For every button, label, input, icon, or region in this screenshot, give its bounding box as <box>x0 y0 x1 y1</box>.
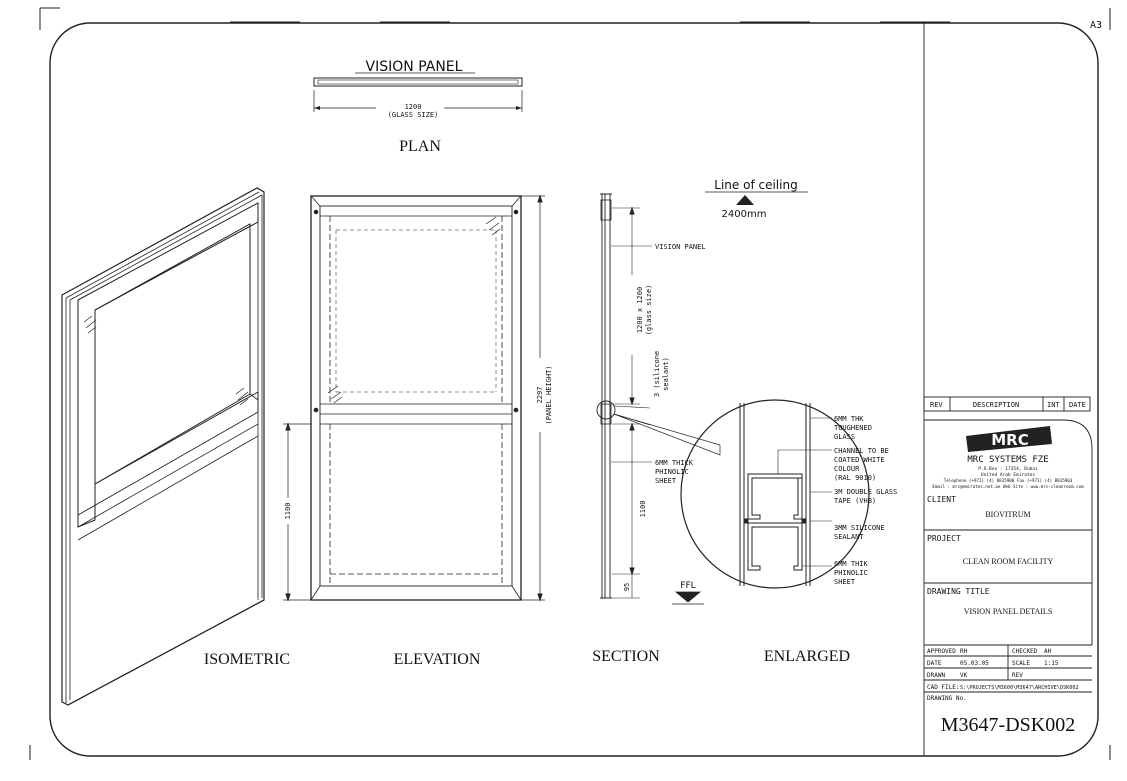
enlarged-detail <box>680 399 870 589</box>
checked-label: CHECKED <box>1012 648 1038 655</box>
callout5-line1: 6MM THIK <box>834 560 869 568</box>
enlarged-callouts: 6MM THK TOUGHENED GLASS CHANNEL TO BE CO… <box>834 415 897 586</box>
drawn-value: VK <box>960 672 968 679</box>
callout2-line3: COLOUR <box>834 465 860 473</box>
callout2-line1: CHANNEL TO BE <box>834 447 889 455</box>
drawing-number: M3647-DSK002 <box>941 714 1075 736</box>
plan-label: PLAN <box>399 138 441 155</box>
isometric-view <box>61 187 265 706</box>
callout1-line3: GLASS <box>834 433 855 441</box>
logo-text: MRC <box>991 431 1029 449</box>
client-label: CLIENT <box>927 495 956 504</box>
plan-dim-note: (GLASS SIZE) <box>388 111 439 119</box>
project-label: PROJECT <box>927 534 961 543</box>
cad-label: CAD FILE: <box>927 684 960 691</box>
callout5-line3: SHEET <box>834 578 856 586</box>
scale-label: SCALE <box>1012 660 1030 667</box>
company-country: United Arab Emirates <box>981 472 1035 478</box>
callout3-line1: 3M DOUBLE GLASS <box>834 488 897 496</box>
company-name: MRC SYSTEMS FZE <box>967 455 1048 465</box>
rev-header-rev: REV <box>930 401 943 409</box>
drawing-title-label: DRAWING TITLE <box>927 587 990 596</box>
sheet-border <box>49 22 1099 757</box>
approved-value: RH <box>960 648 968 655</box>
section-label: SECTION <box>592 648 660 665</box>
plan-view: VISION PANEL 1200 (GLASS SIZE) PLAN <box>313 59 523 155</box>
company-phone: Telephone (+971) (4) 8835900 Fax (+971) … <box>944 478 1073 483</box>
project-value: CLEAN ROOM FACILITY <box>963 557 1054 566</box>
scale-value: 1:15 <box>1044 660 1059 667</box>
section-sheet-line2: PHINOLIC <box>655 468 689 476</box>
rev-header-date: DATE <box>1069 401 1086 409</box>
callout1-line1: 6MM THK <box>834 415 864 423</box>
rev-header-description: DESCRIPTION <box>973 401 1019 409</box>
company-email: Email : mrc@emirates.net.ae Web Site : w… <box>932 484 1084 489</box>
title-block-lines <box>923 23 1093 756</box>
sheet-size-label: A3 <box>1090 20 1102 31</box>
company-address: P.O.Box : 17354, Dubai <box>978 466 1038 472</box>
callout4-line2: SEALANT <box>834 533 864 541</box>
section-glass-note: (glass size) <box>645 285 653 336</box>
section-ffl: FFL <box>680 581 695 591</box>
drawing-title-value: VISION PANEL DETAILS <box>964 607 1053 616</box>
client-value: BIOVITRUM <box>985 510 1030 519</box>
elevation-height-note: (PANEL HEIGHT) <box>545 365 553 424</box>
checked-value: AH <box>1044 648 1052 655</box>
ceiling-label: Line of ceiling <box>714 178 797 192</box>
isometric-label: ISOMETRIC <box>204 651 290 668</box>
elevation-label: ELEVATION <box>394 651 481 668</box>
approved-label: APPROVED <box>927 648 956 655</box>
elevation-lower-dim: 1100 <box>284 503 292 520</box>
callout2-line4: (RAL 9010) <box>834 474 876 482</box>
section-sheet-line1: 6MM THICK <box>655 459 694 467</box>
ceiling-height: 2400mm <box>722 209 767 220</box>
section-sealant-note: sealant) <box>662 357 670 391</box>
cad-file: S:\PROJECTS\M3600\M3647\ARCHIVE\DSK002 <box>960 685 1079 691</box>
elevation-height-dim: 2297 <box>536 387 544 404</box>
drawn-label: DRAWN <box>927 672 945 679</box>
callout5-line2: PHINOLIC <box>834 569 868 577</box>
drawing-no-label: DRAWING No. <box>927 695 967 702</box>
ffl-marker <box>672 591 704 605</box>
callout3-line2: TAPE (VHB) <box>834 497 876 505</box>
section-view <box>596 193 721 599</box>
section-lower-dim: 1100 <box>639 501 647 518</box>
section-sheet-line3: SHEET <box>655 477 677 485</box>
enlarged-label: ENLARGED <box>764 648 850 665</box>
section-glass-dim: 1200 x 1200 <box>636 287 644 333</box>
section-base-dim: 95 <box>623 583 631 591</box>
section-vision-panel: VISION PANEL <box>655 243 706 251</box>
registration-marks <box>29 7 1111 760</box>
callout2-line2: COATED WHITE <box>834 456 885 464</box>
company-logo: MRC <box>966 426 1052 452</box>
rev-header-int: INT <box>1047 401 1060 409</box>
callout4-line1: 3MM SILICONE <box>834 524 885 532</box>
date-value: 05.03.05 <box>960 660 989 667</box>
plan-dim-value: 1200 <box>405 103 422 111</box>
plan-title: VISION PANEL <box>366 59 463 75</box>
section-sealant-dim: 3 (silicone <box>653 351 661 397</box>
ceiling-marker: Line of ceiling 2400mm <box>705 178 808 220</box>
callout1-line2: TOUGHENED <box>834 424 872 432</box>
date-label: DATE <box>927 660 942 667</box>
elevation-view <box>283 194 545 602</box>
rev-label: REV <box>1012 672 1023 679</box>
